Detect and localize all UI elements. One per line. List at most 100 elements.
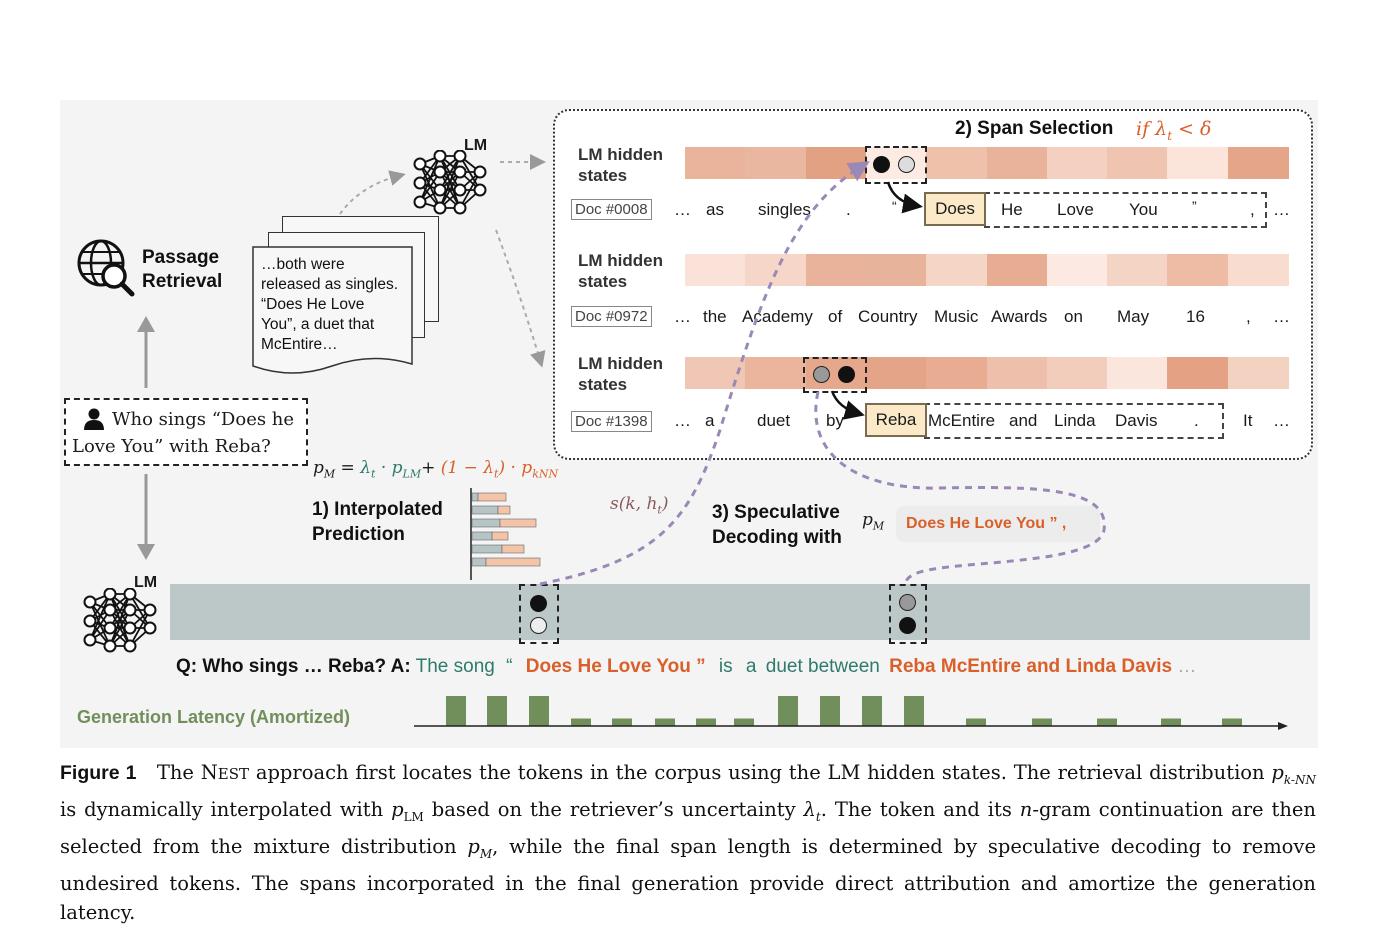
hidden-state-cell [1167, 147, 1229, 179]
formula-sub: M [323, 467, 336, 481]
formula-p: p [313, 458, 324, 478]
nn-node [83, 595, 97, 609]
doc-token: … [1273, 200, 1290, 219]
qa-span: Reba McEntire and Linda Davis [889, 656, 1173, 677]
doc-snippet-line: McEntire… [261, 336, 338, 353]
token-circle-gray [898, 156, 915, 173]
formula-sub: kNN [532, 467, 559, 481]
query-line1: Who sings “Does he [112, 409, 295, 430]
nn-node [433, 150, 447, 163]
latency-bar [529, 696, 549, 726]
nn-node [143, 603, 157, 617]
document-icon [252, 246, 413, 374]
interpolated-prediction-label: 1) Interpolated Prediction [312, 497, 443, 547]
nn-edge [109, 593, 131, 629]
caption-text: is dynamically interpolated with [60, 797, 392, 821]
caption-math: p [391, 797, 404, 821]
hidden-state-cell [745, 357, 807, 389]
hidden-state-cell [1227, 254, 1289, 286]
caption-text: , while the final span length is determi… [60, 834, 1316, 924]
neural-network-icon [413, 150, 487, 215]
nn-edge [459, 155, 481, 191]
query-line2: Love You” with Reba? [72, 436, 271, 457]
nn-node [413, 157, 427, 171]
caption-math-sub: LM [403, 809, 424, 824]
hidden-state-cell [745, 147, 807, 179]
span-selection-title: 2) Span Selection [955, 118, 1114, 139]
score-text: s(k, h [610, 494, 658, 514]
selected-token-reba: Reba [865, 403, 927, 437]
figure-caption: Figure 1 The NEST approach first locates… [60, 758, 1316, 927]
token-circle-white [530, 617, 547, 634]
pm-text: p [862, 510, 873, 530]
doc-token: McEntire [928, 411, 996, 430]
nn-edge [439, 155, 461, 191]
nn-node [103, 588, 117, 601]
doc-token: on [1064, 307, 1083, 326]
latency-bar [966, 718, 986, 726]
doc-token: by [826, 411, 844, 430]
hidden-state-cell [1107, 254, 1169, 286]
doc-token: He [1001, 200, 1023, 219]
hidden-state-cell [1046, 254, 1108, 286]
lm-label-top: LM [464, 137, 488, 154]
qa-ellipsis: … [1177, 656, 1197, 677]
nn-node [123, 639, 137, 653]
nn-node [123, 588, 137, 601]
nn-edge [109, 593, 131, 647]
caption-text: -gram continuation are then selected fro… [60, 797, 1316, 858]
token-circle-gray [813, 366, 830, 383]
lm-hidden-state-bar [170, 584, 1310, 640]
latency-bar [820, 696, 840, 726]
caption-text: approach first locates the tokens in the… [249, 761, 1272, 784]
hidden-state-cell [685, 254, 746, 286]
hidden-states-line1: LM hidden [578, 251, 663, 270]
token-circle-black [899, 617, 916, 634]
formula-eq: = [335, 458, 361, 478]
doc-token: singles [758, 200, 811, 219]
latency-bar [612, 718, 632, 726]
doc-snippet-line: You”, a duet that [261, 316, 375, 333]
doc-token: Awards [991, 307, 1048, 326]
doc-token: … [674, 200, 691, 219]
latency-bar [696, 718, 716, 726]
formula-sub: t [371, 467, 376, 481]
caption-text: . The token and its [820, 797, 1020, 821]
formula-sub: t [494, 467, 499, 481]
score-sub: t [657, 503, 662, 517]
nn-node [453, 165, 467, 179]
qa-text: is [718, 656, 733, 677]
interpolated-line1: 1) Interpolated [312, 499, 443, 520]
nn-node [433, 183, 447, 197]
score-label: s(k, ht) [610, 494, 668, 516]
doc-token: You [1129, 200, 1158, 219]
speculative-line1: 3) Speculative [712, 502, 840, 523]
caption-math-sub: k-NN [1283, 772, 1316, 787]
hidden-state-cell [1227, 357, 1289, 389]
hidden-state-cell [1167, 357, 1229, 389]
nn-edge [439, 171, 461, 209]
neural-network-icon [83, 588, 157, 653]
hidden-state-cell [926, 147, 988, 179]
span-selection-condition: if λt < δ [1136, 118, 1211, 143]
doc-token: Music [934, 307, 979, 326]
hidden-state-cell [926, 254, 988, 286]
latency-bar [446, 696, 466, 726]
nn-node [103, 621, 117, 635]
nn-node [433, 201, 447, 215]
token-circle-black [873, 156, 890, 173]
latency-bar [655, 718, 675, 726]
qa-line: Q: Who sings … Reba? A: The song “ Does … [176, 656, 1196, 678]
doc-token: the [703, 307, 727, 326]
latency-bar [1161, 718, 1181, 726]
latency-bar [1222, 718, 1242, 726]
interpolated-line2: Prediction [312, 524, 405, 545]
hidden-state-cell [986, 357, 1048, 389]
hidden-state-cell [865, 357, 927, 389]
hidden-state-cell [926, 357, 988, 389]
hidden-state-cell [1046, 357, 1108, 389]
